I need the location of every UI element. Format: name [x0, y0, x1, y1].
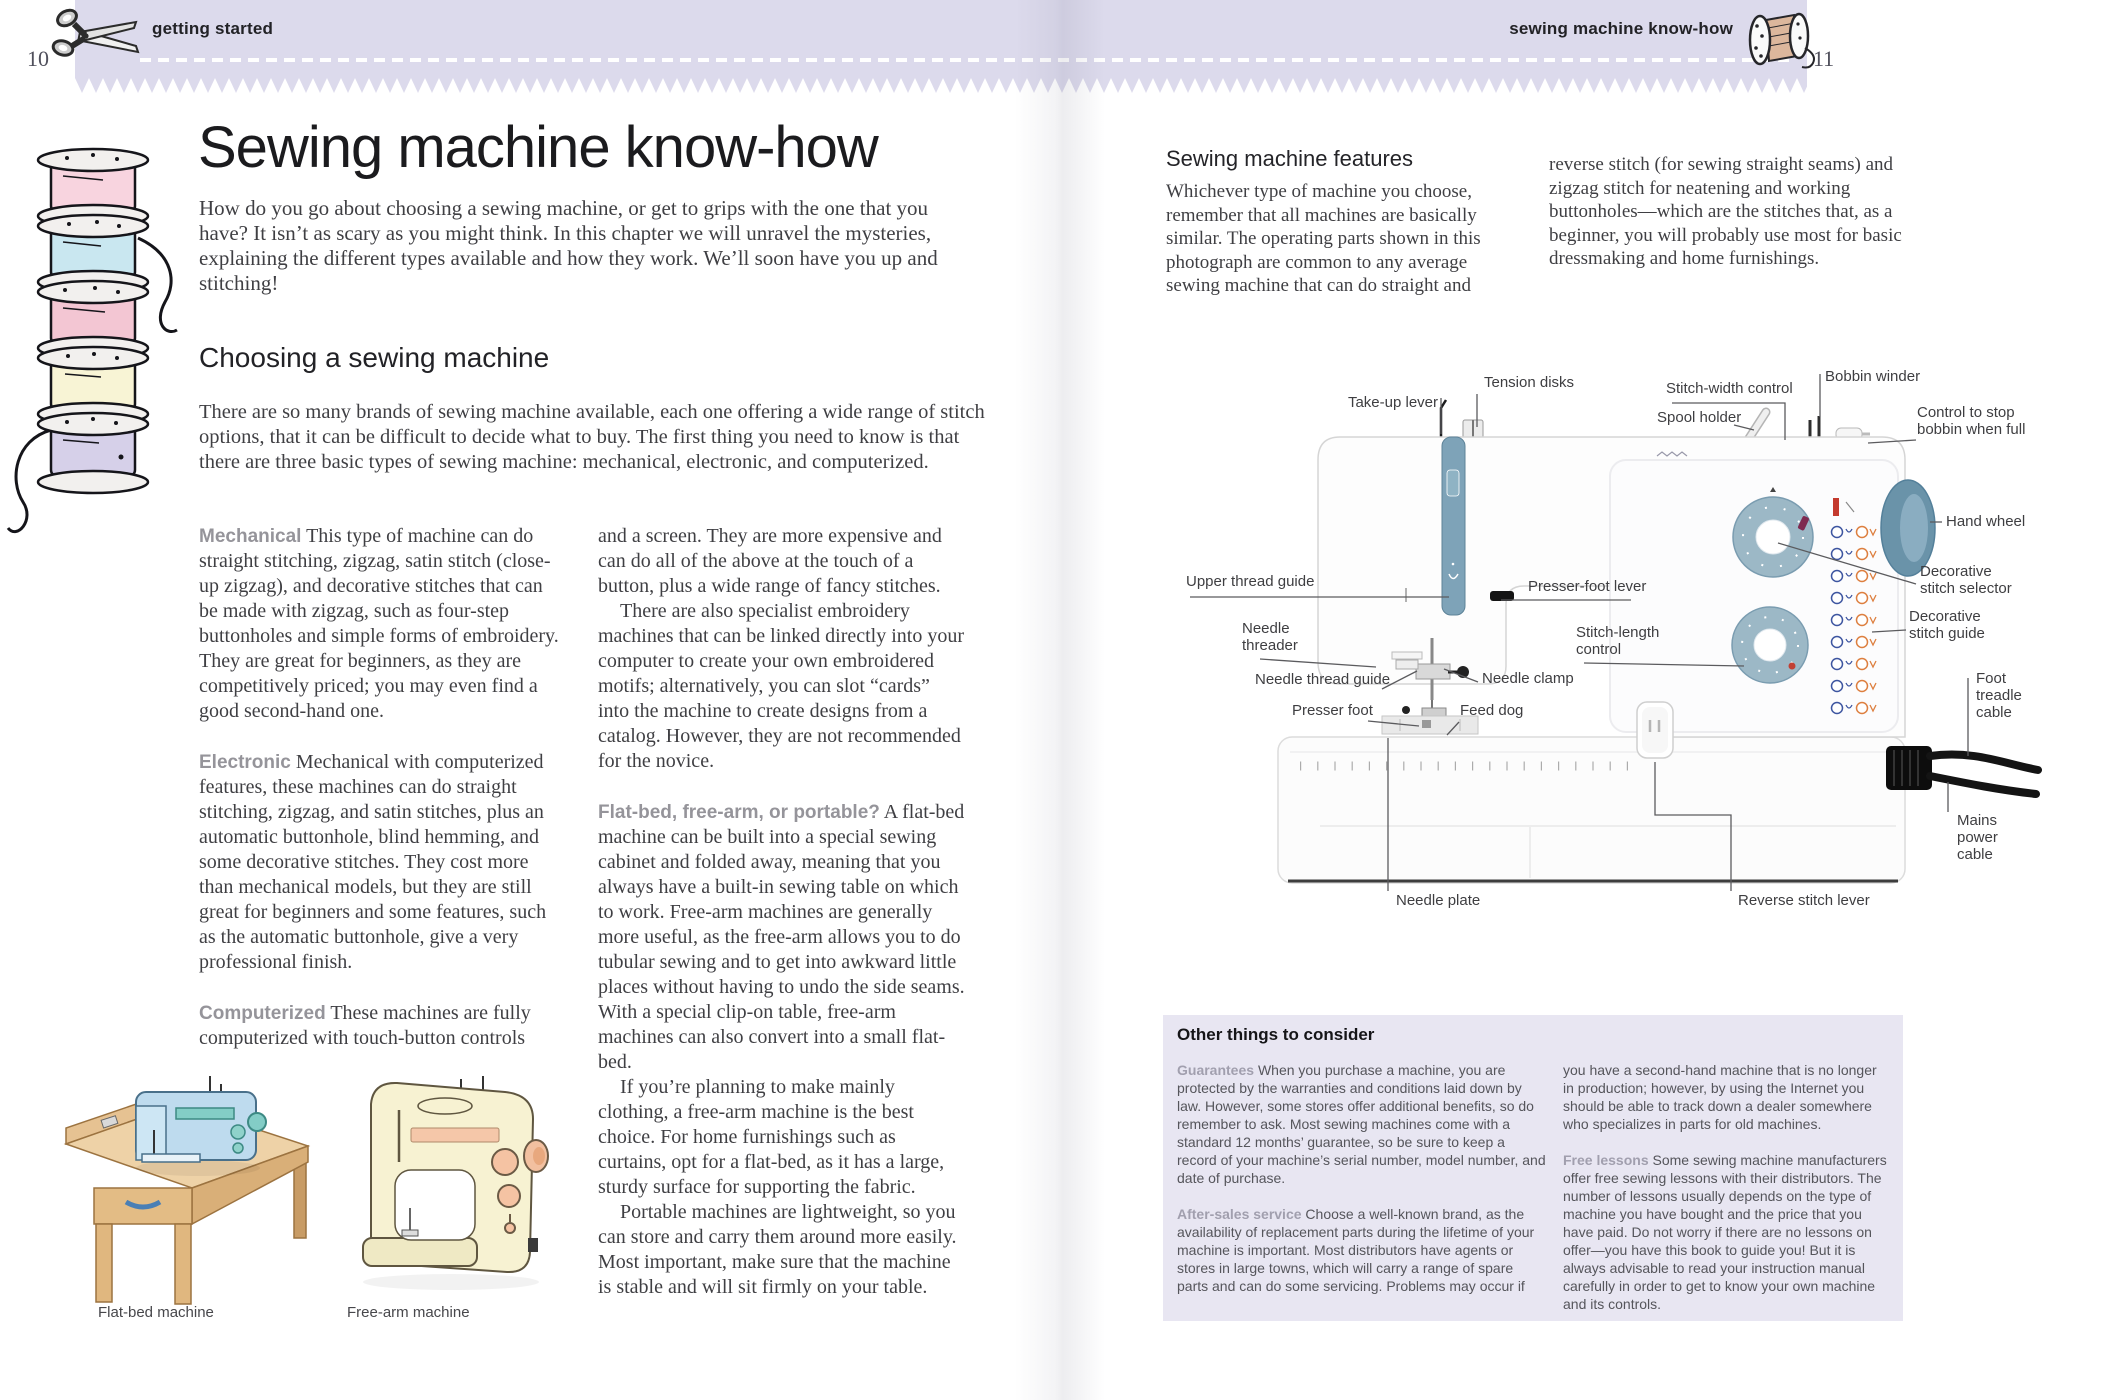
header-band	[75, 0, 1807, 78]
chapter-intro: How do you go about choosing a sewing ma…	[199, 196, 938, 295]
label-needle-thread-guide: Needle thread guide	[1255, 671, 1391, 688]
thread-bobbin-icon	[1748, 12, 1815, 69]
spool-stack-illustration	[6, 147, 178, 534]
leader-lines	[1190, 374, 1969, 891]
label-presser-foot-lever: Presser-foot lever	[1528, 578, 1647, 595]
consider-box-col2: you have a second-hand machine that is n…	[1563, 1061, 1891, 1313]
paragraph-computerized-cont: and a screen. They are more expensive an…	[598, 525, 942, 597]
label-mains-power-cable: Mains power cable	[1957, 812, 1998, 863]
header-dashed-line	[140, 58, 1795, 62]
paragraph-computerized: Computerized These machines are fully co…	[199, 1002, 531, 1049]
paragraph-embroidery: There are also specialist embroidery mac…	[598, 600, 964, 772]
paragraph-free-lessons: Free lessons Some sewing machine manufac…	[1563, 1152, 1887, 1312]
section-heading: Choosing a sewing machine	[199, 342, 550, 373]
label-needle-threader: Needle threader	[1242, 620, 1298, 654]
label-bobbin-winder: Bobbin winder	[1825, 368, 1921, 385]
page-title: Sewing machine know-how	[198, 115, 879, 180]
scissors-icon	[51, 8, 140, 57]
label-needle-plate: Needle plate	[1396, 892, 1481, 909]
label-decorative-stitch-selector: Decorative stitch selector	[1920, 563, 2012, 597]
label-hand-wheel: Hand wheel	[1946, 513, 2026, 530]
page-number-left: 10	[27, 46, 49, 71]
header-zigzag-edge	[75, 78, 1807, 93]
label-stitch-length-control: Stitch-length control	[1576, 624, 1660, 658]
label-decorative-stitch-guide: Decorative stitch guide	[1909, 608, 1985, 642]
consider-box: Other things to consider Guarantees When…	[1163, 1015, 1903, 1321]
paragraph-after-sales: After-sales service Choose a well-known …	[1177, 1206, 1535, 1294]
label-spool-holder: Spool holder	[1657, 409, 1742, 426]
lead-electronic: Electronic	[199, 752, 291, 773]
label-needle-clamp: Needle clamp	[1482, 670, 1574, 687]
features-heading: Sewing machine features	[1166, 146, 1414, 171]
paragraph-after-sales-cont: you have a second-hand machine that is n…	[1563, 1062, 1877, 1132]
consider-box-col1: Guarantees When you purchase a machine, …	[1177, 1061, 1547, 1295]
paragraph-portable: Portable machines are lightweight, so yo…	[598, 1201, 957, 1298]
paragraph-flatbed: Flat-bed, free-arm, or portable? A flat-…	[598, 801, 965, 1073]
section-intro: There are so many brands of sewing machi…	[199, 401, 985, 473]
paragraph-guarantees: Guarantees When you purchase a machine, …	[1177, 1062, 1546, 1186]
paragraph-mechanical: Mechanical This type of machine can do s…	[199, 525, 559, 722]
label-bobbin-stop-control: Control to stop bobbin when full	[1917, 404, 2026, 438]
lead-guarantees: Guarantees	[1177, 1062, 1255, 1078]
caption-free-arm: Free-arm machine	[347, 1304, 470, 1321]
consider-box-heading: Other things to consider	[1177, 1025, 1375, 1044]
label-stitch-width-control: Stitch-width control	[1666, 380, 1793, 397]
paragraph-electronic: Electronic Mechanical with computerized …	[199, 751, 547, 973]
header-right-section: sewing machine know-how	[1509, 19, 1733, 38]
header-left-section: getting started	[152, 19, 274, 38]
features-col2: reverse stitch (for sewing straight seam…	[1549, 154, 1902, 269]
label-take-up-lever: Take-up lever	[1347, 394, 1438, 411]
right-column: and a screen. They are more expensive an…	[598, 524, 966, 1300]
sewing-machine-diagram: Take-up lever Tension disks Stitch-width…	[1160, 270, 2110, 930]
features-col1: Whichever type of machine you choose, re…	[1166, 181, 1481, 296]
left-column: Mechanical This type of machine can do s…	[199, 524, 563, 1051]
label-foot-treadle-cable: Foot treadle cable	[1976, 670, 2022, 721]
lead-flatbed: Flat-bed, free-arm, or portable?	[598, 802, 880, 823]
lead-free-lessons: Free lessons	[1563, 1152, 1649, 1168]
page-number-right: 11	[1813, 46, 1835, 71]
label-presser-foot: Presser foot	[1292, 702, 1373, 719]
page-gutter	[1015, 0, 1105, 1400]
label-feed-dog: Feed dog	[1460, 702, 1524, 719]
label-tension-disks: Tension disks	[1484, 374, 1575, 391]
free-arm-machine-illustration	[362, 1076, 549, 1290]
lead-computerized: Computerized	[199, 1003, 326, 1024]
paragraph-clothing: If you’re planning to make mainly clothi…	[598, 1076, 945, 1198]
caption-flat-bed: Flat-bed machine	[98, 1304, 214, 1321]
label-reverse-stitch-lever: Reverse stitch lever	[1738, 892, 1870, 909]
label-upper-thread-guide: Upper thread guide	[1186, 573, 1315, 590]
lead-after-sales: After-sales service	[1177, 1206, 1302, 1222]
lead-mechanical: Mechanical	[199, 526, 302, 547]
sewing-machine-photo	[1190, 374, 2042, 891]
flat-bed-machine-illustration	[63, 1076, 311, 1305]
